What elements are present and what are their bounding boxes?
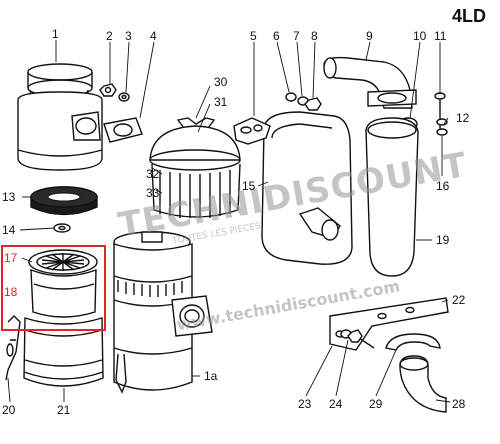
part-29-clamp — [385, 333, 441, 351]
label-2: 2 — [106, 29, 113, 43]
part-1-air-filter — [17, 63, 103, 171]
part-23-24-fasteners — [340, 329, 375, 349]
part-13-ring — [30, 186, 98, 216]
label-16: 16 — [436, 179, 450, 193]
label-11: 11 — [434, 29, 447, 43]
diagram-title: 4LD — [452, 6, 486, 26]
label-1: 1 — [52, 27, 59, 41]
part-19-tail-muffler — [365, 117, 419, 277]
part-28-outlet — [399, 355, 447, 413]
part-14-washer — [53, 223, 71, 233]
part-4-flange — [103, 117, 143, 143]
label-6: 6 — [273, 29, 280, 43]
part-1a-filter-housing — [113, 231, 213, 394]
part-21-bowl — [23, 317, 104, 387]
label-18: 18 — [4, 285, 18, 299]
label-3: 3 — [125, 29, 132, 43]
part-9-elbow-pipe — [323, 56, 417, 109]
label-30: 30 — [214, 75, 228, 89]
label-12: 12 — [456, 111, 470, 125]
label-9: 9 — [366, 29, 373, 43]
label-14: 14 — [2, 223, 16, 237]
label-8: 8 — [311, 29, 318, 43]
label-31: 31 — [214, 95, 228, 109]
label-33: 33 — [146, 186, 160, 200]
label-32: 32 — [146, 167, 160, 181]
label-28: 28 — [452, 397, 466, 411]
label-4: 4 — [150, 29, 157, 43]
label-1a: 1a — [204, 369, 218, 383]
label-20: 20 — [2, 403, 16, 417]
label-24: 24 — [329, 397, 343, 411]
label-17: 17 — [4, 251, 18, 265]
label-15: 15 — [242, 179, 256, 193]
label-5: 5 — [250, 29, 257, 43]
callout-labels: 1 2 3 4 5 6 7 8 9 10 11 12 13 14 15 16 1… — [2, 27, 470, 417]
part-6-7-8-nuts — [285, 92, 322, 111]
part-2-3-nuts — [99, 83, 130, 102]
label-13: 13 — [2, 190, 16, 204]
part-5-bracket — [233, 117, 271, 145]
leader-lines — [7, 40, 451, 403]
part-32-33-cover — [149, 125, 241, 218]
label-22: 22 — [452, 293, 466, 307]
part-17-18-filter-element — [28, 249, 98, 318]
part-15-muffler — [261, 111, 353, 265]
label-23: 23 — [298, 397, 312, 411]
label-7: 7 — [293, 29, 300, 43]
part-20-clip — [5, 315, 21, 381]
highlight-box — [1, 245, 106, 331]
label-19: 19 — [436, 233, 450, 247]
label-21: 21 — [57, 403, 71, 417]
label-10: 10 — [413, 29, 427, 43]
label-29: 29 — [369, 397, 383, 411]
